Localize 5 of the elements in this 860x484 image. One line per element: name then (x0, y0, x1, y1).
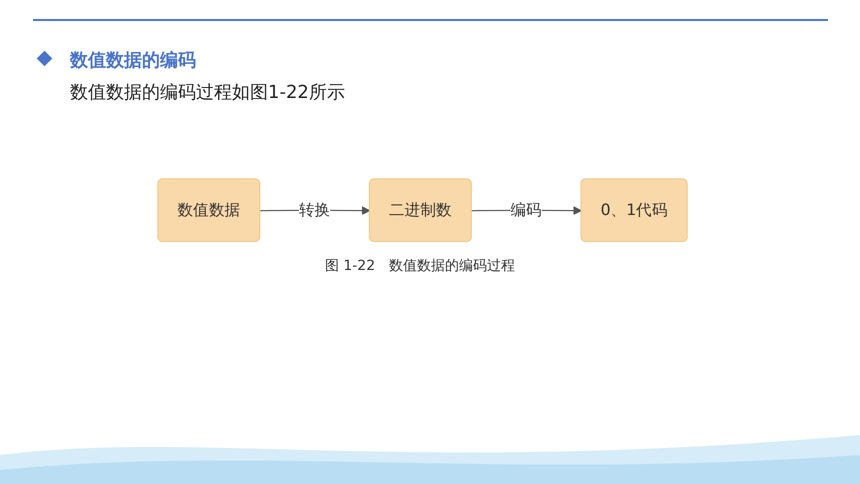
edge-label: 编码 (510, 200, 542, 219)
edge-label: 转换 (298, 200, 330, 219)
section-title: 数值数据的编码 (70, 49, 196, 72)
figure-caption: 图 1-22 数值数据的编码过程 (324, 257, 516, 275)
body-text: 数值数据的编码过程如图1-22所示 (70, 81, 345, 104)
